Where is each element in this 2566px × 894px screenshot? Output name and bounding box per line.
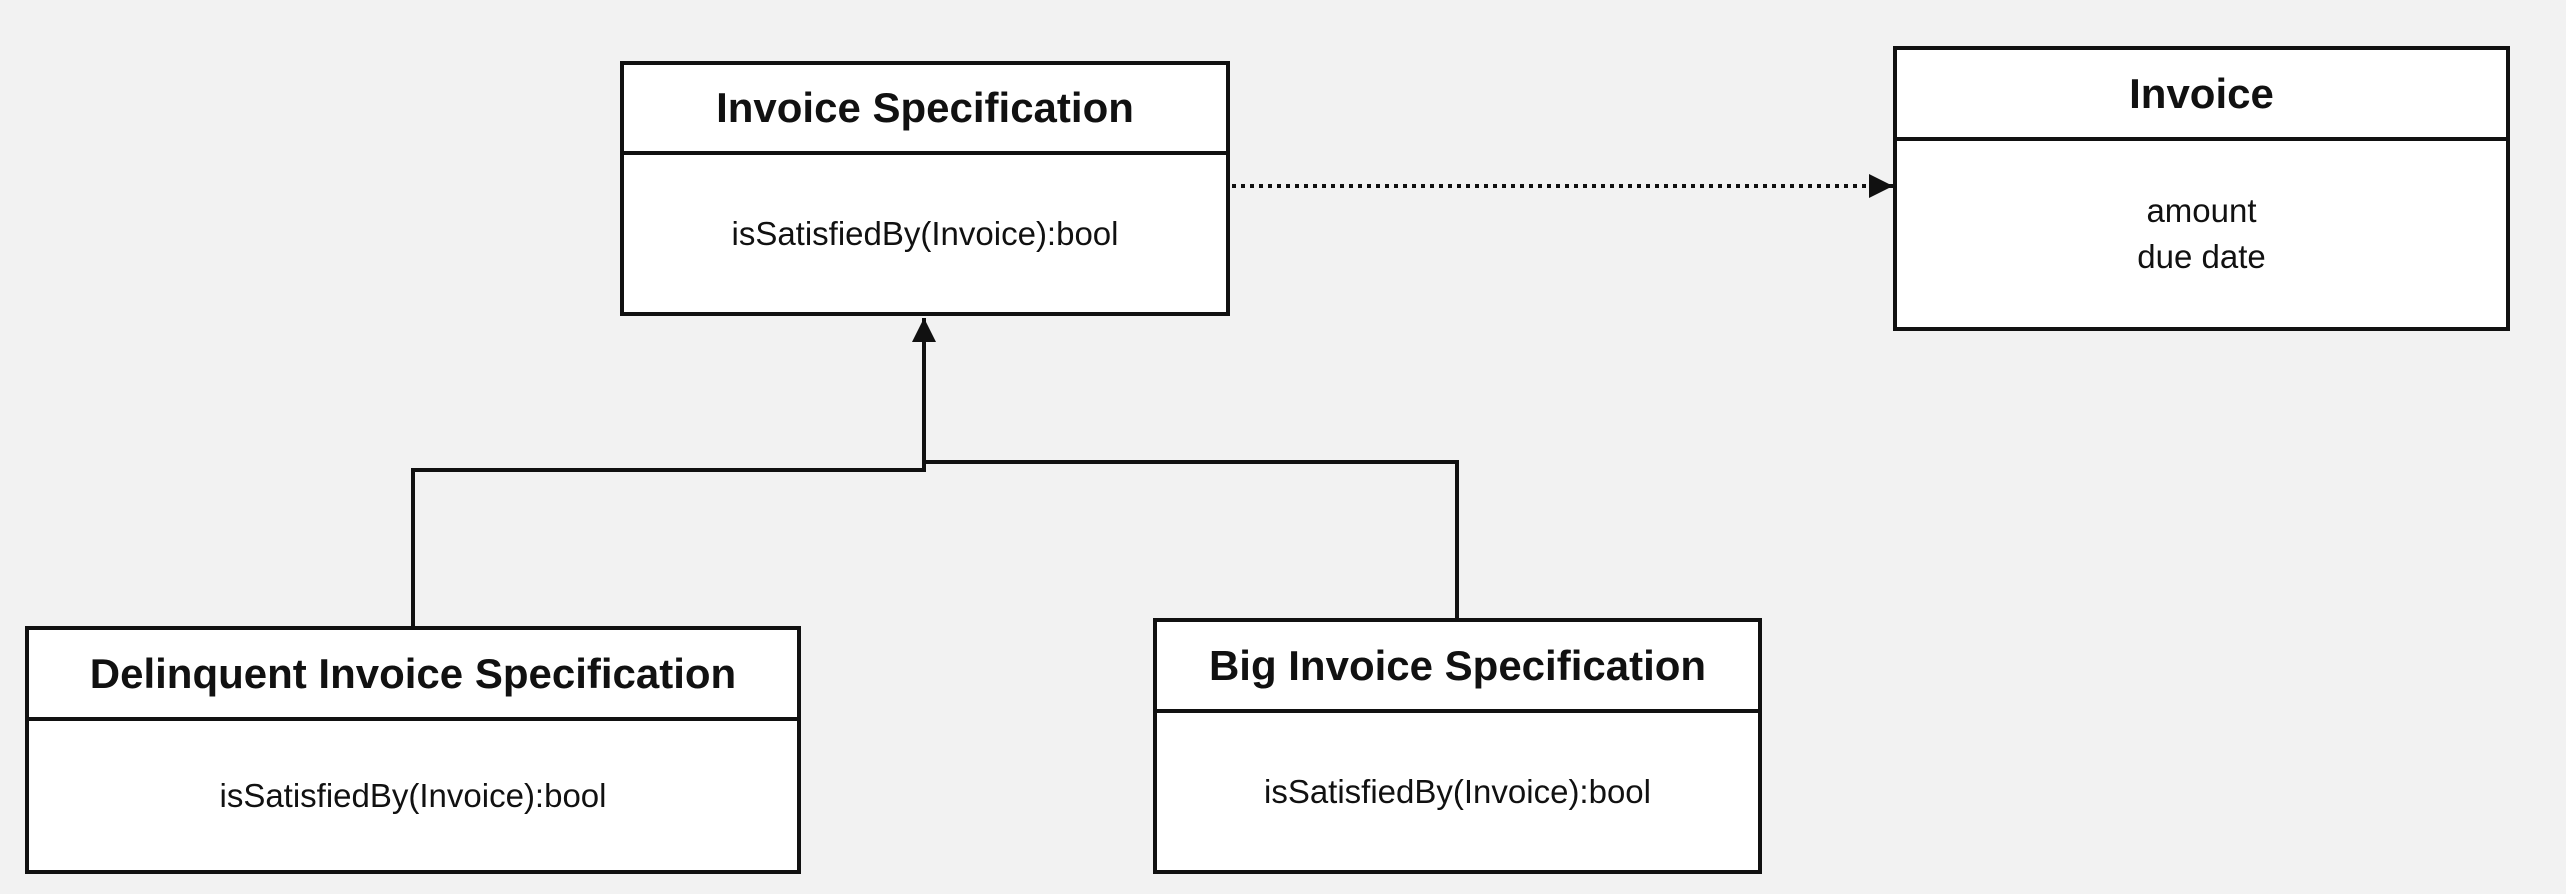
class-big-invoice-specification[interactable]: Big Invoice Specification isSatisfiedBy(… xyxy=(1153,618,1762,874)
class-name: Big Invoice Specification xyxy=(1157,622,1758,713)
class-members: amount due date xyxy=(1897,141,2506,327)
generalization-line-big xyxy=(922,460,1459,618)
class-name: Invoice xyxy=(1897,50,2506,141)
class-method: isSatisfiedBy(Invoice):bool xyxy=(219,776,607,814)
class-invoice[interactable]: Invoice amount due date xyxy=(1893,46,2510,331)
class-name: Invoice Specification xyxy=(624,65,1226,155)
class-members: isSatisfiedBy(Invoice):bool xyxy=(1157,713,1758,870)
class-members: isSatisfiedBy(Invoice):bool xyxy=(29,721,797,870)
class-method: isSatisfiedBy(Invoice):bool xyxy=(1263,772,1651,810)
class-attribute: due date xyxy=(2137,238,2266,275)
class-attribute: amount xyxy=(2146,192,2257,229)
class-name: Delinquent Invoice Specification xyxy=(29,630,797,721)
generalization-line-delinquent xyxy=(411,318,936,626)
class-delinquent-invoice-specification[interactable]: Delinquent Invoice Specification isSatis… xyxy=(25,626,801,874)
class-members: isSatisfiedBy(Invoice):bool xyxy=(624,155,1226,312)
class-invoice-specification[interactable]: Invoice Specification isSatisfiedBy(Invo… xyxy=(620,61,1230,316)
class-method: isSatisfiedBy(Invoice):bool xyxy=(731,214,1119,252)
